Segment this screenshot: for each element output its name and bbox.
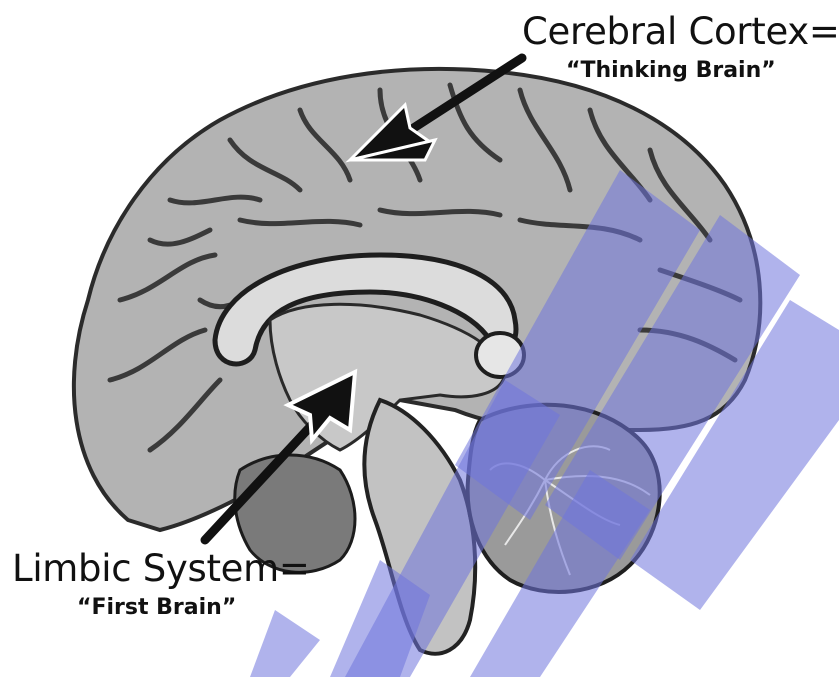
cerebral-cortex-label: Cerebral Cortex= (522, 10, 839, 53)
first-brain-label: “First Brain” (77, 595, 236, 620)
limbic-system-label: Limbic System= (12, 547, 310, 590)
thinking-brain-label: “Thinking Brain” (566, 58, 776, 83)
